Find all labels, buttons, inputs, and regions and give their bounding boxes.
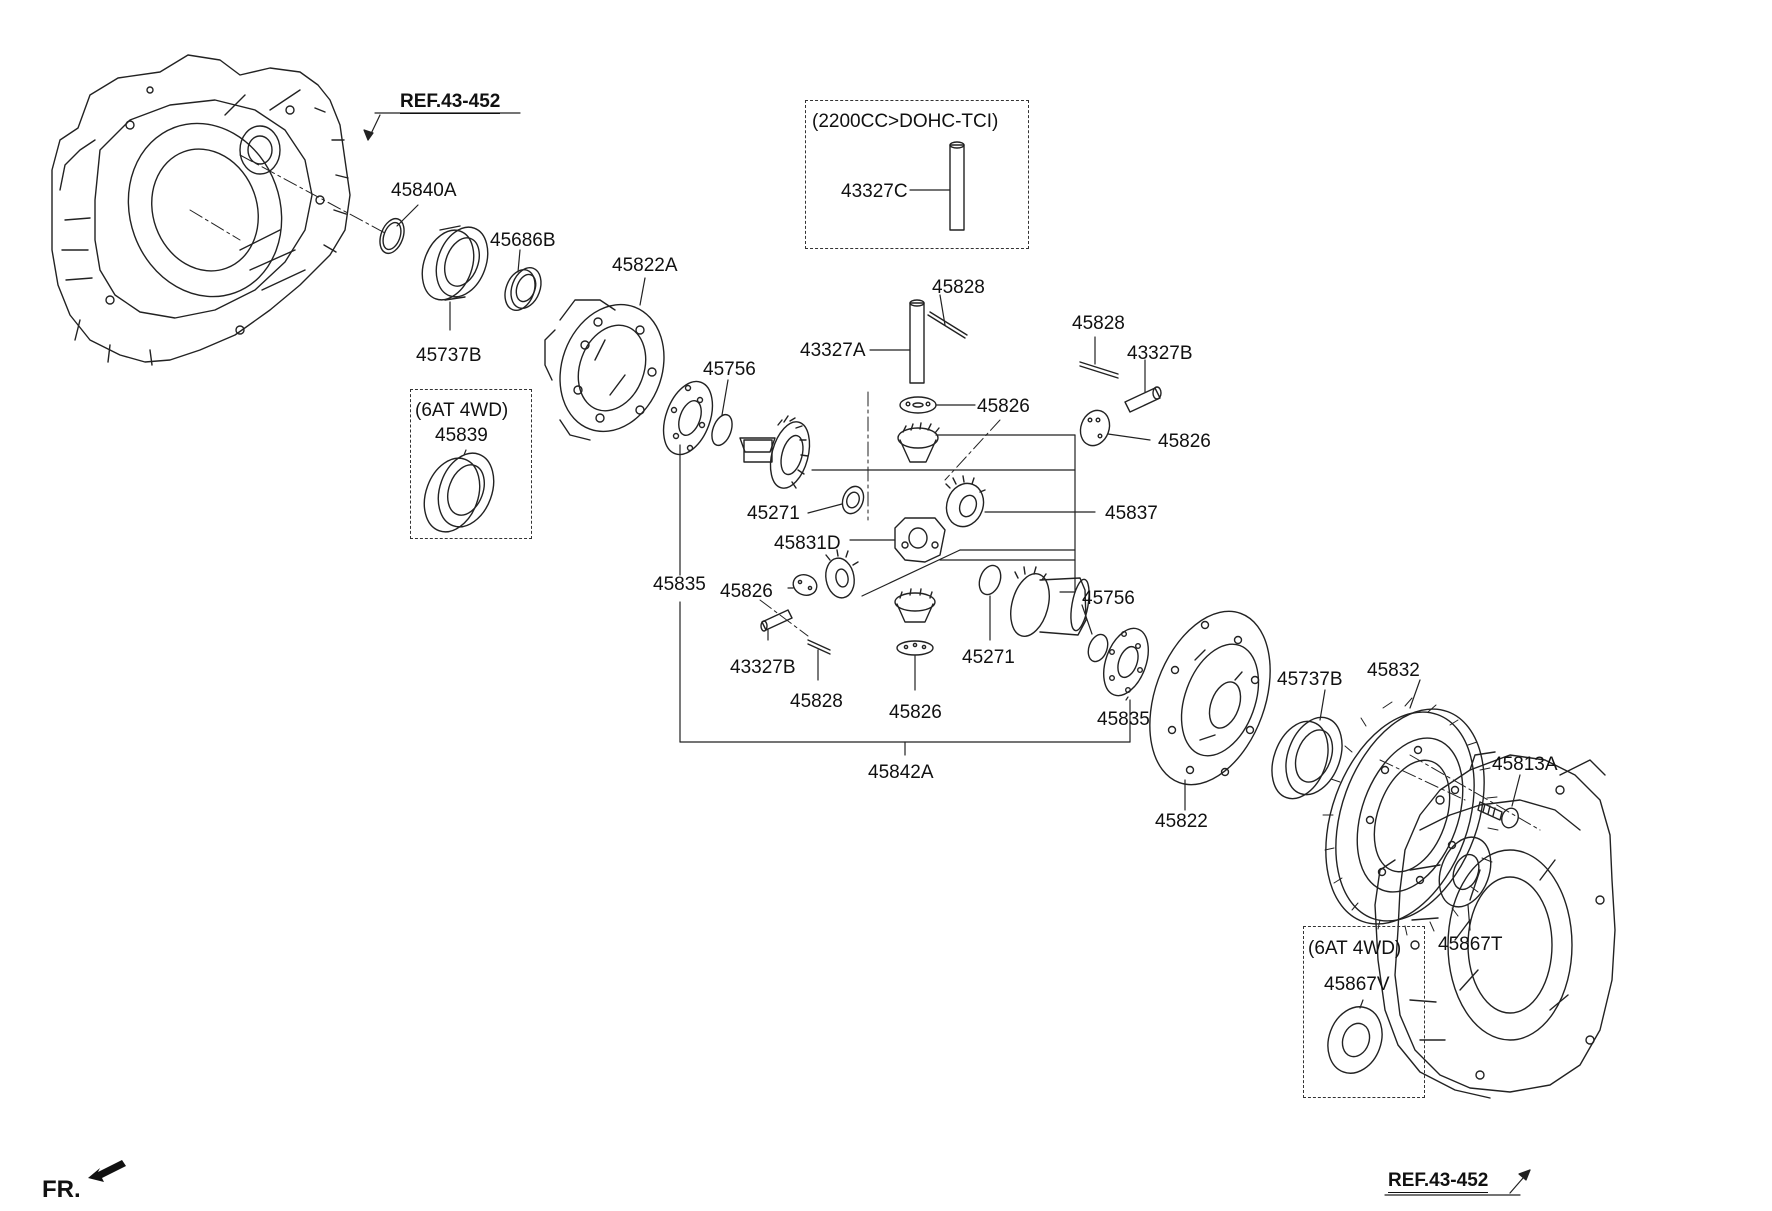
part-label-45826-right[interactable]: 45826 xyxy=(1158,431,1211,452)
part-label-45822[interactable]: 45822 xyxy=(1155,811,1208,832)
part-label-45813A[interactable]: 45813A xyxy=(1492,754,1558,775)
part-label-45271-left[interactable]: 45271 xyxy=(747,503,800,524)
awd-box-left xyxy=(410,389,532,539)
part-45867T-shim xyxy=(1438,836,1492,908)
part-label-45826-left[interactable]: 45826 xyxy=(720,581,773,602)
part-45832-ring-gear xyxy=(1322,697,1499,936)
part-45826-washer-top xyxy=(899,396,937,414)
ref-label-bottom[interactable]: REF.43-452 xyxy=(1388,1170,1489,1193)
part-label-45828-bottom[interactable]: 45828 xyxy=(790,691,843,712)
transmission-housing-right xyxy=(1374,751,1616,1099)
part-45756-ring-top xyxy=(711,413,733,447)
engine-variant-label: (2200CC>DOHC-TCI) xyxy=(812,111,999,132)
leader-lines xyxy=(363,112,1531,1196)
part-label-45737B-left[interactable]: 45737B xyxy=(416,345,482,366)
part-43327A-shaft xyxy=(909,299,968,384)
part-label-45826-bottom[interactable]: 45826 xyxy=(889,702,942,723)
part-label-45756-bottom[interactable]: 45756 xyxy=(1082,588,1135,609)
part-45835-washer-left xyxy=(662,380,714,456)
engine-variant-box xyxy=(805,100,1029,249)
part-label-45835-left[interactable]: 45835 xyxy=(653,574,706,595)
part-45826-washer-left xyxy=(792,574,818,596)
part-45756-ring-bottom xyxy=(1087,633,1109,663)
part-45822-case xyxy=(1149,610,1271,786)
awd-label-right: (6AT 4WD) xyxy=(1308,938,1402,959)
part-43327C-shaft xyxy=(949,141,965,231)
part-label-45686B[interactable]: 45686B xyxy=(490,230,556,251)
part-pinion-gear-bottom xyxy=(894,588,936,623)
part-label-45832[interactable]: 45832 xyxy=(1367,660,1420,681)
part-43327B-pin-left xyxy=(760,609,793,632)
part-45867V-shim xyxy=(1327,1006,1383,1074)
part-label-43327C[interactable]: 43327C xyxy=(841,181,908,202)
part-45686B-seal xyxy=(504,266,542,312)
part-45839-bearing xyxy=(423,452,495,533)
part-45271-bottom xyxy=(978,564,1002,596)
part-label-45826-top[interactable]: 45826 xyxy=(977,396,1030,417)
part-pinion-gear-left xyxy=(825,549,859,599)
center-lines xyxy=(189,154,1541,831)
part-45826-washer-bottom xyxy=(896,640,934,656)
front-marker: FR. xyxy=(42,1176,81,1203)
part-side-gear-right xyxy=(1010,566,1090,637)
part-label-43327B-left[interactable]: 43327B xyxy=(730,657,796,678)
part-45271-left xyxy=(841,485,865,515)
part-45737B-bearing-left xyxy=(421,225,489,301)
part-label-45822A[interactable]: 45822A xyxy=(612,255,678,276)
part-label-45867V[interactable]: 45867V xyxy=(1324,974,1390,995)
part-label-45867T[interactable]: 45867T xyxy=(1438,934,1503,955)
part-45822A-case xyxy=(544,299,665,441)
part-label-45839[interactable]: 45839 xyxy=(435,425,488,446)
part-side-gear-left xyxy=(739,415,811,489)
part-45828-rollpin-bottom xyxy=(807,639,831,655)
part-45837-gear xyxy=(945,475,986,528)
part-45826-washer-right xyxy=(1079,409,1111,447)
part-label-43327B-right[interactable]: 43327B xyxy=(1127,343,1193,364)
part-label-45828-top[interactable]: 45828 xyxy=(932,277,985,298)
part-45813A-bolt xyxy=(1477,801,1519,829)
part-45828-rollpin-right xyxy=(1079,361,1119,379)
part-43327B-pin-right xyxy=(1124,386,1162,413)
part-label-45737B-right[interactable]: 45737B xyxy=(1277,669,1343,690)
part-label-45842A[interactable]: 45842A xyxy=(868,762,934,783)
part-label-45840A[interactable]: 45840A xyxy=(391,180,457,201)
part-45835-washer-right xyxy=(1103,627,1149,697)
part-label-45831D[interactable]: 45831D xyxy=(774,533,841,554)
front-arrow-icon xyxy=(88,1160,126,1182)
part-45737B-bearing-right xyxy=(1271,716,1343,800)
ref-label-top[interactable]: REF.43-452 xyxy=(400,91,501,114)
part-label-43327A[interactable]: 43327A xyxy=(800,340,866,361)
part-label-45271-bottom[interactable]: 45271 xyxy=(962,647,1015,668)
part-45831D-carrier xyxy=(894,517,946,563)
part-label-45835-right[interactable]: 45835 xyxy=(1097,709,1150,730)
part-pinion-gear-top xyxy=(897,422,940,463)
part-45840A-ring xyxy=(379,217,405,255)
part-label-45756-top[interactable]: 45756 xyxy=(703,359,756,380)
transmission-housing-left xyxy=(51,54,351,366)
awd-label-left: (6AT 4WD) xyxy=(415,400,509,421)
part-label-45828-right[interactable]: 45828 xyxy=(1072,313,1125,334)
part-label-45837[interactable]: 45837 xyxy=(1105,503,1158,524)
awd-box-right xyxy=(1303,926,1425,1098)
